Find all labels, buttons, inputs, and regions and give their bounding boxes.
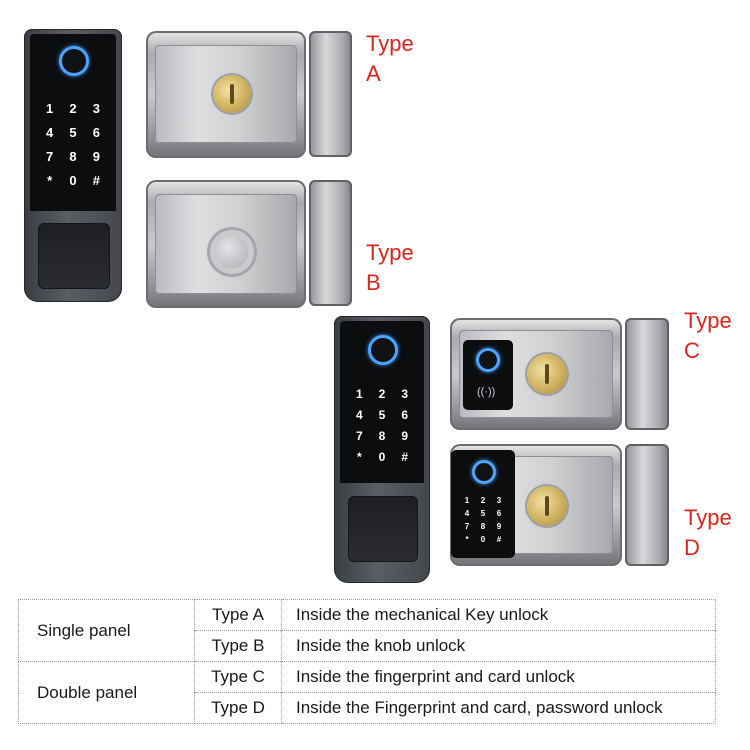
- key-7: 7: [464, 522, 470, 531]
- description-cell: Inside the fingerprint and card unlock: [281, 661, 716, 693]
- key-6: 6: [496, 509, 502, 518]
- key-hash: #: [92, 173, 100, 188]
- key-7: 7: [355, 429, 363, 443]
- type-b-label: Type B: [366, 240, 414, 295]
- keypad-screen: 1 2 3 4 5 6 7 8 9 * 0 #: [340, 321, 424, 483]
- fingerprint-sensor-icon: [59, 46, 89, 76]
- type-a-label: Type A: [366, 31, 414, 86]
- description-cell: Inside the knob unlock: [281, 630, 716, 662]
- description-cell: Inside the Fingerprint and card, passwor…: [281, 692, 716, 724]
- key-8: 8: [378, 429, 386, 443]
- keypad-panel-single: 1 2 3 4 5 6 7 8 9 * 0 #: [24, 29, 122, 302]
- key-2: 2: [480, 496, 486, 505]
- keyhole-icon: [545, 496, 549, 516]
- key-3: 3: [496, 496, 502, 505]
- keypad-screen: 1 2 3 4 5 6 7 8 9 * 0 #: [30, 34, 116, 211]
- key-star: *: [47, 173, 53, 188]
- lock-type-cell: Type C: [194, 661, 282, 693]
- key-5: 5: [378, 408, 386, 422]
- inner-keypad-module: 1 2 3 4 5 6 7 8 9 * 0 #: [451, 450, 515, 558]
- key-cylinder-icon: [213, 75, 251, 113]
- card-reader-pad: [38, 223, 110, 289]
- latch-bolt-type-d: [625, 444, 669, 566]
- key-star: *: [465, 535, 469, 544]
- fingerprint-sensor-icon: [476, 348, 500, 372]
- key-1: 1: [355, 387, 363, 401]
- panel-type-cell: Double panel: [18, 661, 195, 724]
- lock-faceplate: 1 2 3 4 5 6 7 8 9 * 0 #: [451, 450, 613, 558]
- key-9: 9: [92, 149, 100, 164]
- lock-body-type-d: 1 2 3 4 5 6 7 8 9 * 0 #: [450, 444, 622, 566]
- table-row: Type B Inside the knob unlock: [19, 630, 716, 662]
- key-3: 3: [401, 387, 408, 401]
- table-row: Double panel Type C Inside the fingerpri…: [18, 661, 716, 724]
- card-reader-pad: [348, 496, 418, 562]
- key-hash: #: [401, 450, 408, 464]
- lock-type-cell: Type B: [194, 630, 282, 662]
- key-4: 4: [355, 408, 363, 422]
- key-cylinder-icon: [527, 486, 567, 526]
- table-row: Single panel Type A Inside the mechanica…: [18, 599, 716, 662]
- key-8: 8: [480, 522, 486, 531]
- key-1: 1: [464, 496, 470, 505]
- latch-bolt-type-a: [309, 31, 352, 157]
- key-7: 7: [46, 149, 54, 164]
- key-9: 9: [496, 522, 502, 531]
- key-5: 5: [69, 125, 77, 140]
- table-row: Type D Inside the Fingerprint and card, …: [19, 692, 716, 724]
- lock-faceplate: [155, 194, 297, 294]
- key-cylinder-icon: [527, 354, 567, 394]
- keypad-grid-b: 1 2 3 4 5 6 7 8 9 * 0 #: [348, 387, 416, 464]
- key-9: 9: [401, 429, 408, 443]
- keyhole-icon: [230, 84, 234, 104]
- latch-bolt-type-b: [309, 180, 352, 306]
- key-8: 8: [69, 149, 77, 164]
- key-0: 0: [69, 173, 77, 188]
- key-6: 6: [401, 408, 408, 422]
- key-2: 2: [69, 101, 77, 116]
- fingerprint-sensor-icon: [368, 335, 398, 365]
- spec-table: Single panel Type A Inside the mechanica…: [18, 599, 716, 724]
- latch-bolt-type-c: [625, 318, 669, 430]
- lock-body-type-c: ((·)): [450, 318, 622, 430]
- key-4: 4: [464, 509, 470, 518]
- fingerprint-sensor-icon: [472, 460, 496, 484]
- type-c-label: Type C: [684, 308, 732, 363]
- keypad-grid-a: 1 2 3 4 5 6 7 8 9 * 0 #: [38, 101, 108, 188]
- keypad-panel-double: 1 2 3 4 5 6 7 8 9 * 0 #: [334, 316, 430, 583]
- inner-fingerprint-module: ((·)): [463, 340, 513, 410]
- description-cell: Inside the mechanical Key unlock: [281, 599, 716, 631]
- key-hash: #: [496, 535, 502, 544]
- keyhole-icon: [545, 364, 549, 384]
- key-2: 2: [378, 387, 386, 401]
- key-4: 4: [46, 125, 54, 140]
- key-5: 5: [480, 509, 486, 518]
- card-wave-icon: ((·)): [477, 386, 496, 398]
- lock-type-cell: Type A: [194, 599, 282, 631]
- rotary-knob-icon: [210, 230, 254, 274]
- lock-body-type-b: [146, 180, 306, 308]
- key-0: 0: [378, 450, 386, 464]
- key-1: 1: [46, 101, 54, 116]
- lock-faceplate: ((·)): [459, 330, 613, 418]
- key-6: 6: [92, 125, 100, 140]
- lock-body-type-a: [146, 31, 306, 158]
- lock-type-cell: Type D: [194, 692, 282, 724]
- key-star: *: [356, 450, 362, 464]
- type-d-label: Type D: [684, 505, 732, 560]
- key-3: 3: [92, 101, 100, 116]
- panel-type-cell: Single panel: [18, 599, 195, 662]
- keypad-grid-d: 1 2 3 4 5 6 7 8 9 * 0 #: [459, 496, 507, 544]
- key-0: 0: [480, 535, 486, 544]
- lock-faceplate: [155, 45, 297, 143]
